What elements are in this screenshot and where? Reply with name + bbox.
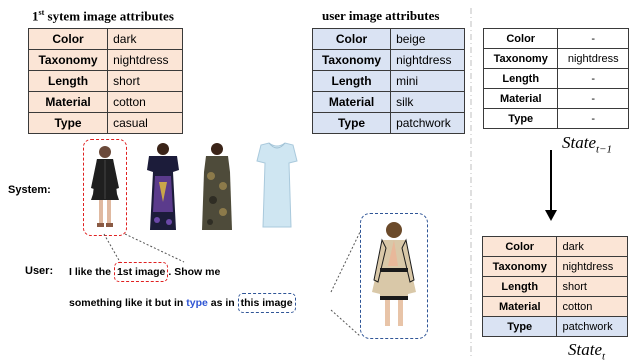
user-attributes-heading: user image attributes (322, 8, 440, 23)
user-image[interactable] (368, 220, 420, 332)
separator-line (470, 8, 472, 358)
reference-1st-image: 1st image (113, 262, 169, 282)
user-utterance-line1: I like the 1st image. Show me (69, 262, 220, 282)
user-utterance-line2: something like it but in type as in this… (69, 293, 296, 313)
down-arrow-icon (545, 150, 557, 221)
table-row: Length- (482, 68, 629, 89)
state-curr-label: Statet (568, 340, 606, 362)
user-image-highlight (360, 213, 428, 339)
system-image-3[interactable] (199, 142, 235, 234)
user-label: User: (25, 265, 54, 277)
system-label: System: (8, 184, 51, 196)
system-attributes-heading: 1st sytem image attributes (32, 8, 174, 24)
reference-this-image: this image (237, 293, 296, 313)
table-row: Type- (482, 108, 629, 129)
state-prev-label: Statet−1 (562, 133, 612, 156)
system-image-1[interactable] (88, 144, 122, 230)
keyword-type: type (186, 297, 208, 309)
system-image-2[interactable] (145, 142, 181, 234)
system-image-4[interactable] (253, 139, 301, 231)
